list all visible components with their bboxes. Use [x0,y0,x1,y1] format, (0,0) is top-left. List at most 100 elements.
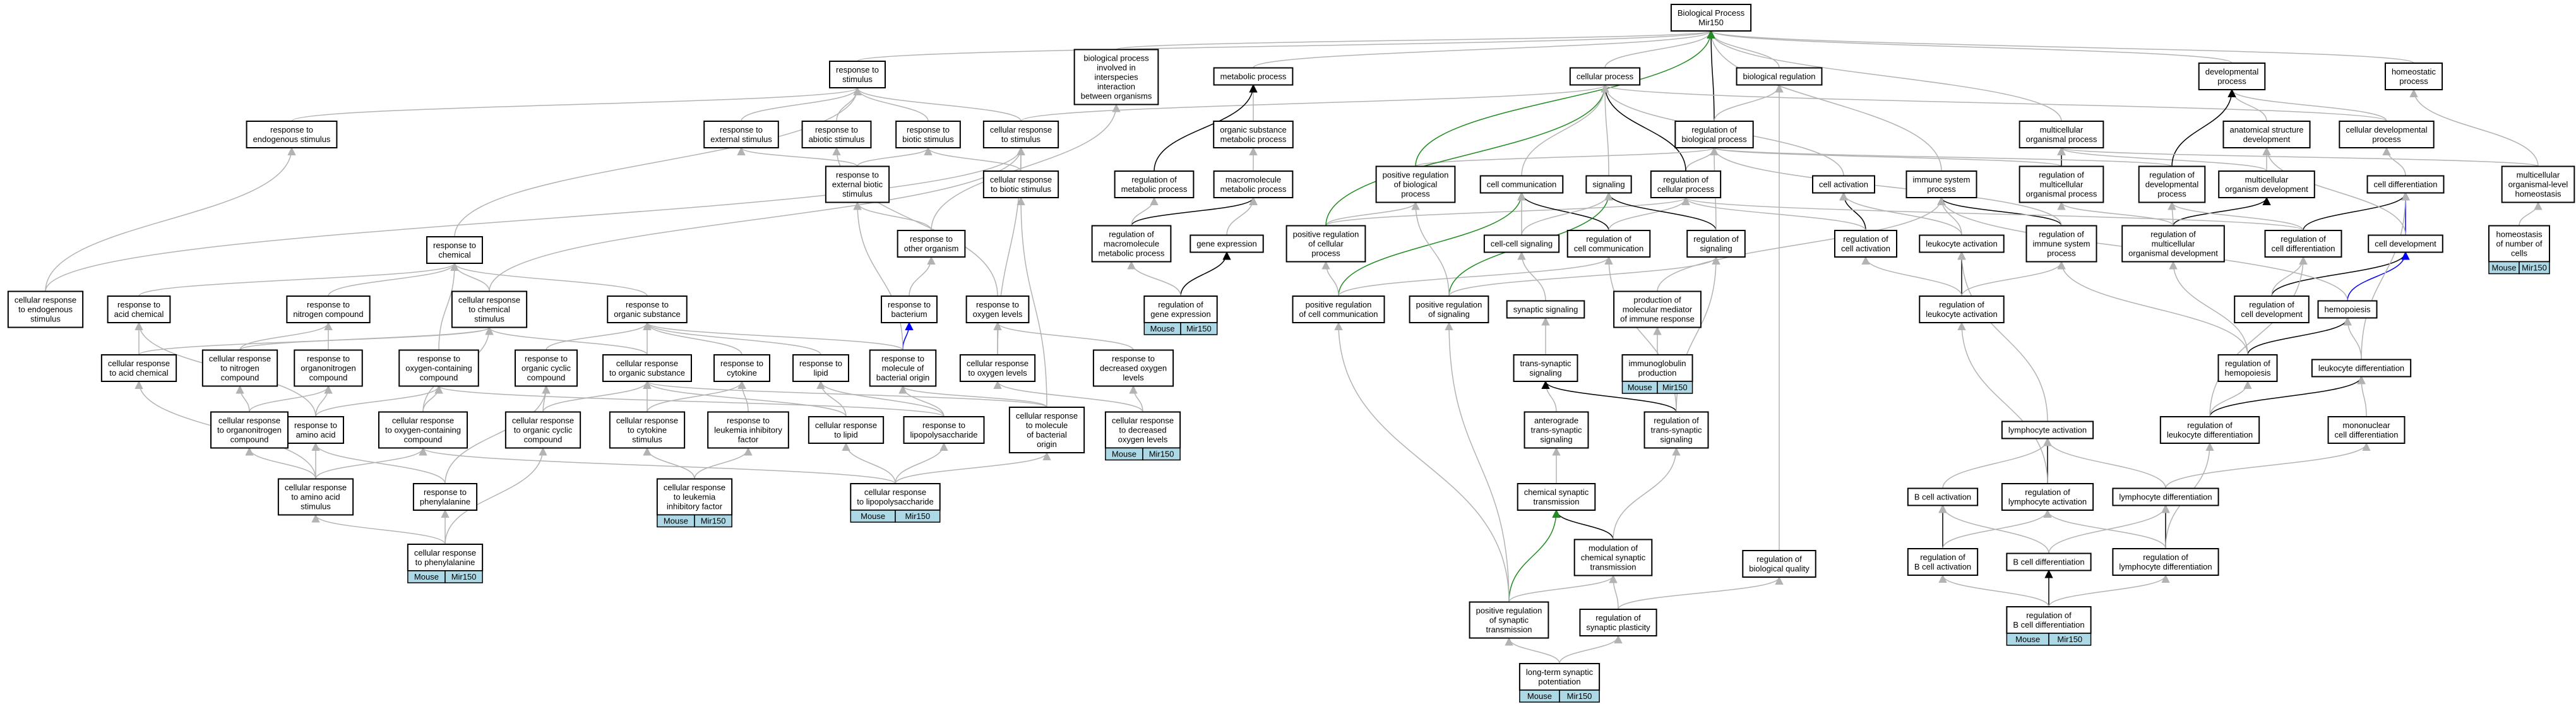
term-box [1569,67,1641,86]
edge-positively-regulates [1338,192,1526,297]
term-label-line: modulation of [1589,544,1638,553]
annotation-tag-cell [694,514,732,528]
term-label-line: production [1638,368,1677,378]
term-label-line: regulation of [2225,359,2270,368]
term-box [1213,67,1294,86]
edge-regulates [2271,251,2410,297]
term-label-line: of signaling [1428,309,1470,319]
term-box [1143,295,1218,323]
term-box [1650,170,1722,198]
term-box [1585,175,1632,194]
go-term-reg-b-cell-diff: regulation ofB cell differentiationMouse… [2006,606,2092,646]
term-label-line: cell differentiation [2374,180,2438,189]
term-label-line: signaling [1700,244,1732,253]
edge-is-a [1707,30,2233,64]
term-box [201,349,278,387]
term-label-line: synaptic plasticity [1586,623,1650,632]
edge-is-a [315,447,427,479]
term-label-line: to oxygen levels [968,368,1027,378]
edge-is-a [444,447,547,545]
edge-is-a [1521,84,1609,176]
edge-is-a [138,262,459,297]
term-box [7,290,84,328]
term-label-line: response to [417,354,460,364]
term-box [881,295,938,323]
term-box [2198,63,2266,90]
edge-regulates [1541,380,1677,412]
edge-negatively-regulates [2347,251,2410,301]
term-label-line: macromolecule [1104,239,1159,249]
term-box [713,354,770,382]
term-box [412,483,478,511]
term-label-line: acid chemical [114,309,164,319]
term-box [294,349,363,387]
edge-regulates [1707,30,1715,122]
term-label-line: anatomical structure [2229,125,2303,134]
term-label-line: lipopolysaccharide [910,430,978,439]
term-label-line: of immune response [1620,314,1695,324]
term-label-line: of cell communication [1299,309,1378,319]
go-term-metabolic: metabolic process [1213,67,1294,86]
term-label-line: regulation of [1843,234,1888,244]
annotation-tag-cell [1142,447,1181,461]
term-label-line: organic substance [1220,125,1287,134]
edge-is-a [245,447,316,479]
edge-is-a [2057,261,2248,355]
term-label-line: gene expression [1150,309,1210,319]
annotation-tag-label: Mouse [414,572,439,582]
go-term-leuk-act: leukocyte activation [1919,234,2005,253]
edge-is-a [542,380,652,412]
term-label-line: stimulus [632,435,662,444]
term-label-line: regulation of [2039,230,2084,239]
term-label-line: involved in [1097,63,1135,73]
term-label-line: cell communication [1574,244,1644,253]
edge-regulates [2173,196,2271,226]
term-box [2001,483,2094,511]
term-label-line: cellular response [616,416,678,426]
term-box [1469,601,1549,639]
term-label-line: process [1927,184,1956,194]
term-box [426,236,483,264]
edge-is-a [2168,201,2304,231]
term-label-line: potentiation [1538,677,1580,686]
term-box [1073,49,1159,105]
edge-is-a [857,30,1715,62]
term-label-line: external stimulus [710,134,772,144]
term-box [2222,121,2311,148]
term-box [1613,290,1702,328]
term-box [504,411,581,449]
term-box [1905,170,1977,198]
edge-positively-regulates [1415,30,1715,167]
term-box [2138,165,2206,203]
term-box [869,349,937,387]
term-label-line: cellular response [392,416,454,426]
term-label-line: regulation of [2026,611,2072,620]
term-label-line: response to [888,300,931,309]
term-label-line: B cell differentiation [2013,620,2084,629]
edge-is-a [2519,201,2543,226]
edge-is-a [1020,84,1609,122]
edge-is-a [737,146,858,167]
term-box [1742,550,1816,578]
term-label-line: gene expression [1196,239,1256,249]
go-term-cell-dev: cell development [2368,234,2443,253]
